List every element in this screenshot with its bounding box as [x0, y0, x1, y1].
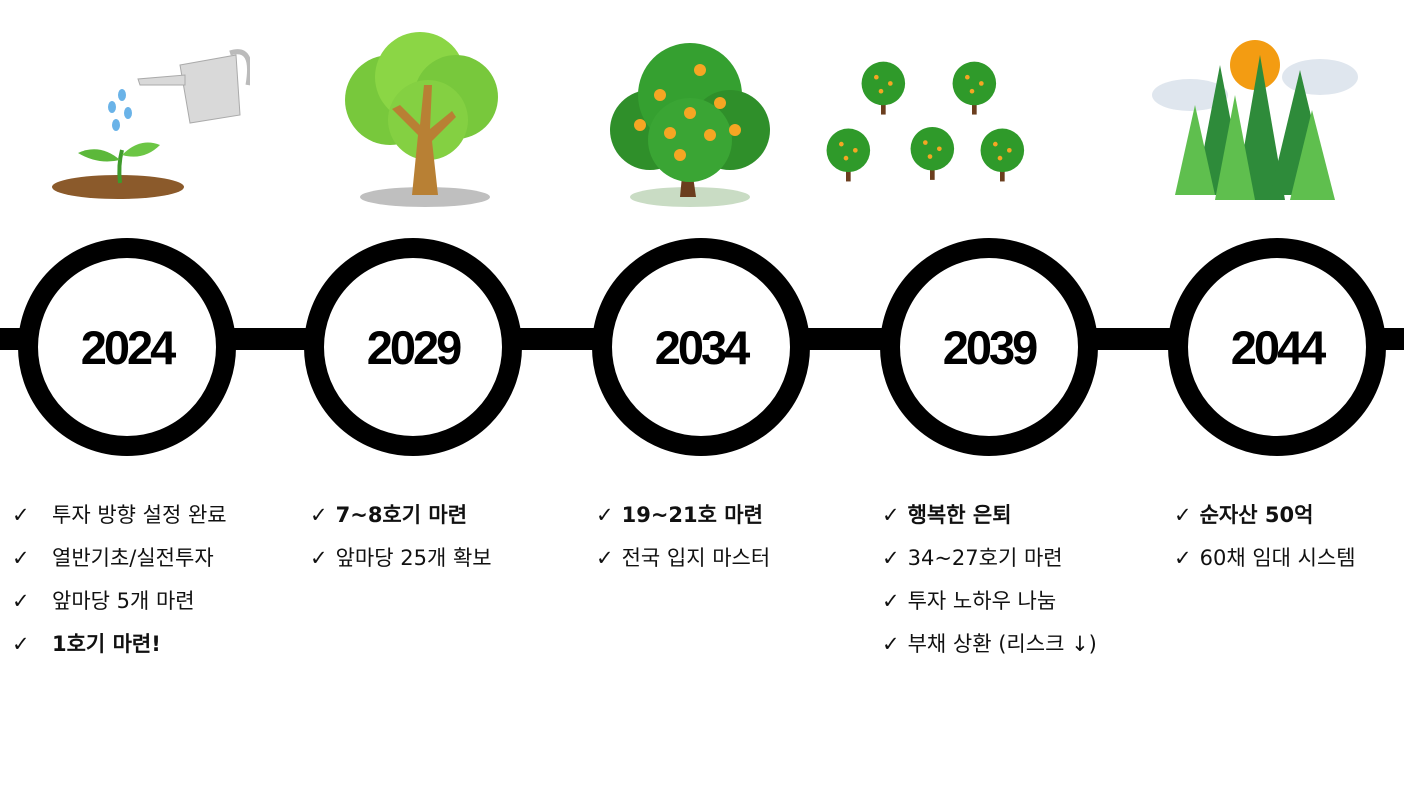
- list-item: ✓ 순자산 50억: [1174, 498, 1356, 541]
- seedling-watering-can-icon: [52, 49, 250, 199]
- year-label: 2034: [654, 320, 751, 374]
- check-icon: ✓: [310, 546, 328, 570]
- milestone-list-2024: ✓ 투자 방향 설정 완료 ✓ 열반기초/실전투자 ✓ 앞마당 5개 마련 ✓ 1호기 …: [12, 498, 227, 670]
- year-circle-2034: 2034: [592, 238, 810, 456]
- orchard-icon: [826, 61, 1025, 182]
- item-text: 부채 상환 (리스크 ↓): [907, 632, 1097, 656]
- check-icon: ✓: [12, 632, 30, 656]
- year-circle-2029: 2029: [304, 238, 522, 456]
- item-text: 앞마당 5개 마련: [52, 589, 195, 613]
- list-item: ✓ 전국 입지 마스터: [596, 541, 770, 584]
- item-text: 투자 노하우 나눔: [907, 589, 1057, 613]
- milestone-list-2029: ✓ 7~8호기 마련 ✓ 앞마당 25개 확보: [310, 498, 492, 584]
- list-item: ✓ 7~8호기 마련: [310, 498, 492, 541]
- fruit-tree-icon: [610, 43, 770, 207]
- list-item: ✓ 앞마당 25개 확보: [310, 541, 492, 584]
- list-item: ✓ 부채 상환 (리스크 ↓): [882, 627, 1097, 670]
- item-text: 전국 입지 마스터: [621, 546, 771, 570]
- milestone-list-2034: ✓ 19~21호 마련 ✓ 전국 입지 마스터: [596, 498, 770, 584]
- item-text: 60채 임대 시스템: [1199, 546, 1356, 570]
- year-label: 2024: [80, 320, 177, 374]
- year-circle-2044: 2044: [1168, 238, 1386, 456]
- check-icon: ✓: [12, 546, 30, 570]
- check-icon: ✓: [12, 503, 30, 527]
- check-icon: ✓: [882, 546, 900, 570]
- check-icon: ✓: [596, 546, 614, 570]
- forest-icon: [1152, 40, 1358, 200]
- year-label: 2039: [942, 320, 1039, 374]
- item-text: 7~8호기 마련: [335, 503, 468, 527]
- check-icon: ✓: [596, 503, 614, 527]
- check-icon: ✓: [12, 589, 30, 613]
- item-text: 앞마당 25개 확보: [335, 546, 492, 570]
- young-tree-icon: [345, 32, 498, 207]
- year-circle-2039: 2039: [880, 238, 1098, 456]
- list-item: ✓ 앞마당 5개 마련: [12, 584, 227, 627]
- list-item: ✓ 투자 노하우 나눔: [882, 584, 1097, 627]
- item-text: 순자산 50억: [1199, 503, 1314, 527]
- list-item: ✓ 투자 방향 설정 완료: [12, 498, 227, 541]
- item-text: 1호기 마련!: [52, 632, 161, 656]
- item-text: 열반기초/실전투자: [52, 546, 214, 570]
- year-circle-2024: 2024: [18, 238, 236, 456]
- item-text: 투자 방향 설정 완료: [52, 503, 227, 527]
- check-icon: ✓: [1174, 546, 1192, 570]
- list-item: ✓ 19~21호 마련: [596, 498, 770, 541]
- list-item: ✓ 34~27호기 마련: [882, 541, 1097, 584]
- check-icon: ✓: [1174, 503, 1192, 527]
- milestone-list-2044: ✓ 순자산 50억 ✓ 60채 임대 시스템: [1174, 498, 1356, 584]
- check-icon: ✓: [882, 589, 900, 613]
- check-icon: ✓: [882, 503, 900, 527]
- year-label: 2044: [1230, 320, 1327, 374]
- list-item: ✓ 60채 임대 시스템: [1174, 541, 1356, 584]
- year-label: 2029: [366, 320, 463, 374]
- check-icon: ✓: [310, 503, 328, 527]
- list-item: ✓ 1호기 마련!: [12, 627, 227, 670]
- check-icon: ✓: [882, 632, 900, 656]
- item-text: 행복한 은퇴: [907, 503, 1012, 527]
- item-text: 34~27호기 마련: [907, 546, 1063, 570]
- milestone-list-2039: ✓ 행복한 은퇴 ✓ 34~27호기 마련 ✓ 투자 노하우 나눔 ✓ 부채 상환 (리…: [882, 498, 1097, 670]
- item-text: 19~21호 마련: [621, 503, 763, 527]
- list-item: ✓ 행복한 은퇴: [882, 498, 1097, 541]
- list-item: ✓ 열반기초/실전투자: [12, 541, 227, 584]
